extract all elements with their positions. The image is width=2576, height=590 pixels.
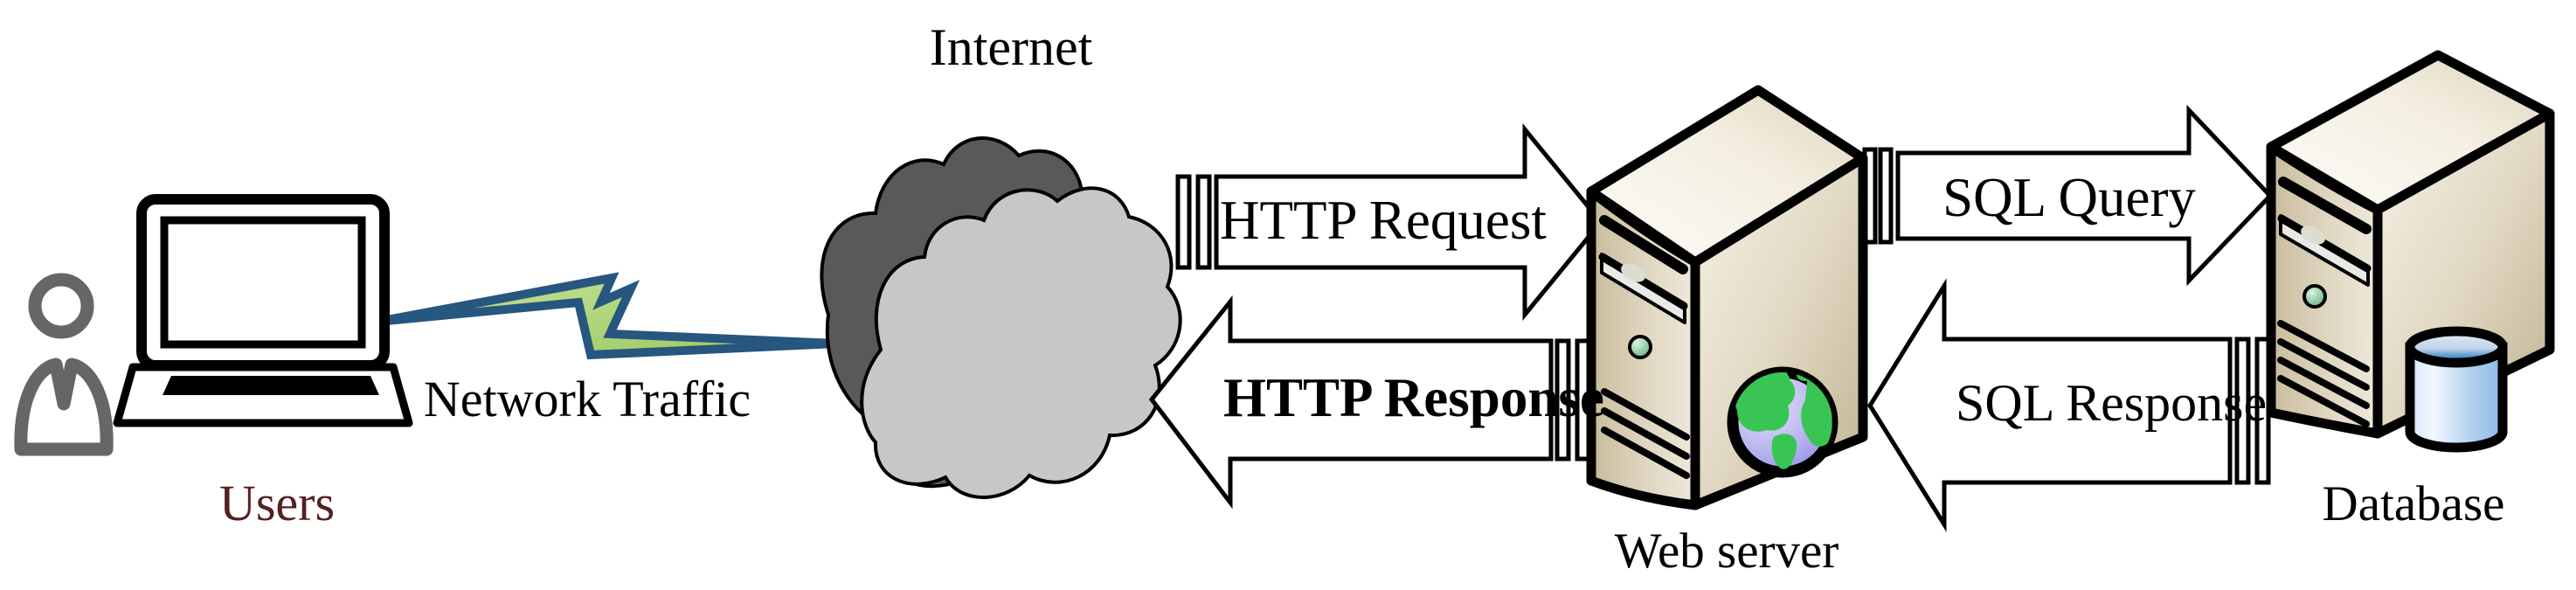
person-icon bbox=[14, 273, 114, 456]
tail-bar bbox=[2234, 337, 2251, 485]
drive-slot bbox=[2278, 177, 2372, 234]
database-label: Database bbox=[2322, 476, 2505, 531]
power-led bbox=[1628, 335, 1652, 359]
tail-bar bbox=[1555, 338, 1571, 462]
http-response-arrow-label: HTTP Response bbox=[1223, 367, 1604, 428]
globe-icon bbox=[1727, 366, 1839, 478]
database-cylinder-icon bbox=[2405, 326, 2508, 453]
cloud-front bbox=[860, 186, 1182, 499]
network-traffic-label: Network Traffic bbox=[423, 371, 751, 427]
drive-slot bbox=[1599, 215, 1688, 274]
lightning-bolt-icon bbox=[377, 272, 838, 360]
vents bbox=[2277, 320, 2370, 427]
web-server-label: Web server bbox=[1614, 524, 1839, 579]
tail-bar bbox=[1195, 174, 1212, 270]
sql-response-arrow bbox=[1867, 278, 2271, 532]
laptop-icon bbox=[113, 194, 413, 427]
http-request-arrow bbox=[1175, 123, 1604, 321]
http-request-arrow-label: HTTP Request bbox=[1220, 190, 1547, 251]
tail-bar bbox=[1175, 174, 1192, 270]
sql-query-arrow-label: SQL Query bbox=[1942, 167, 2196, 228]
sql-response-arrow-label: SQL Response bbox=[1956, 374, 2268, 432]
power-led bbox=[2302, 284, 2327, 309]
internet-cloud-icon bbox=[820, 136, 1182, 499]
vents bbox=[1601, 388, 1690, 479]
tail-bar bbox=[1878, 147, 1894, 245]
internet-label: Internet bbox=[929, 18, 1093, 76]
laptop-keyboard bbox=[163, 376, 379, 395]
users-label: Users bbox=[218, 475, 336, 531]
